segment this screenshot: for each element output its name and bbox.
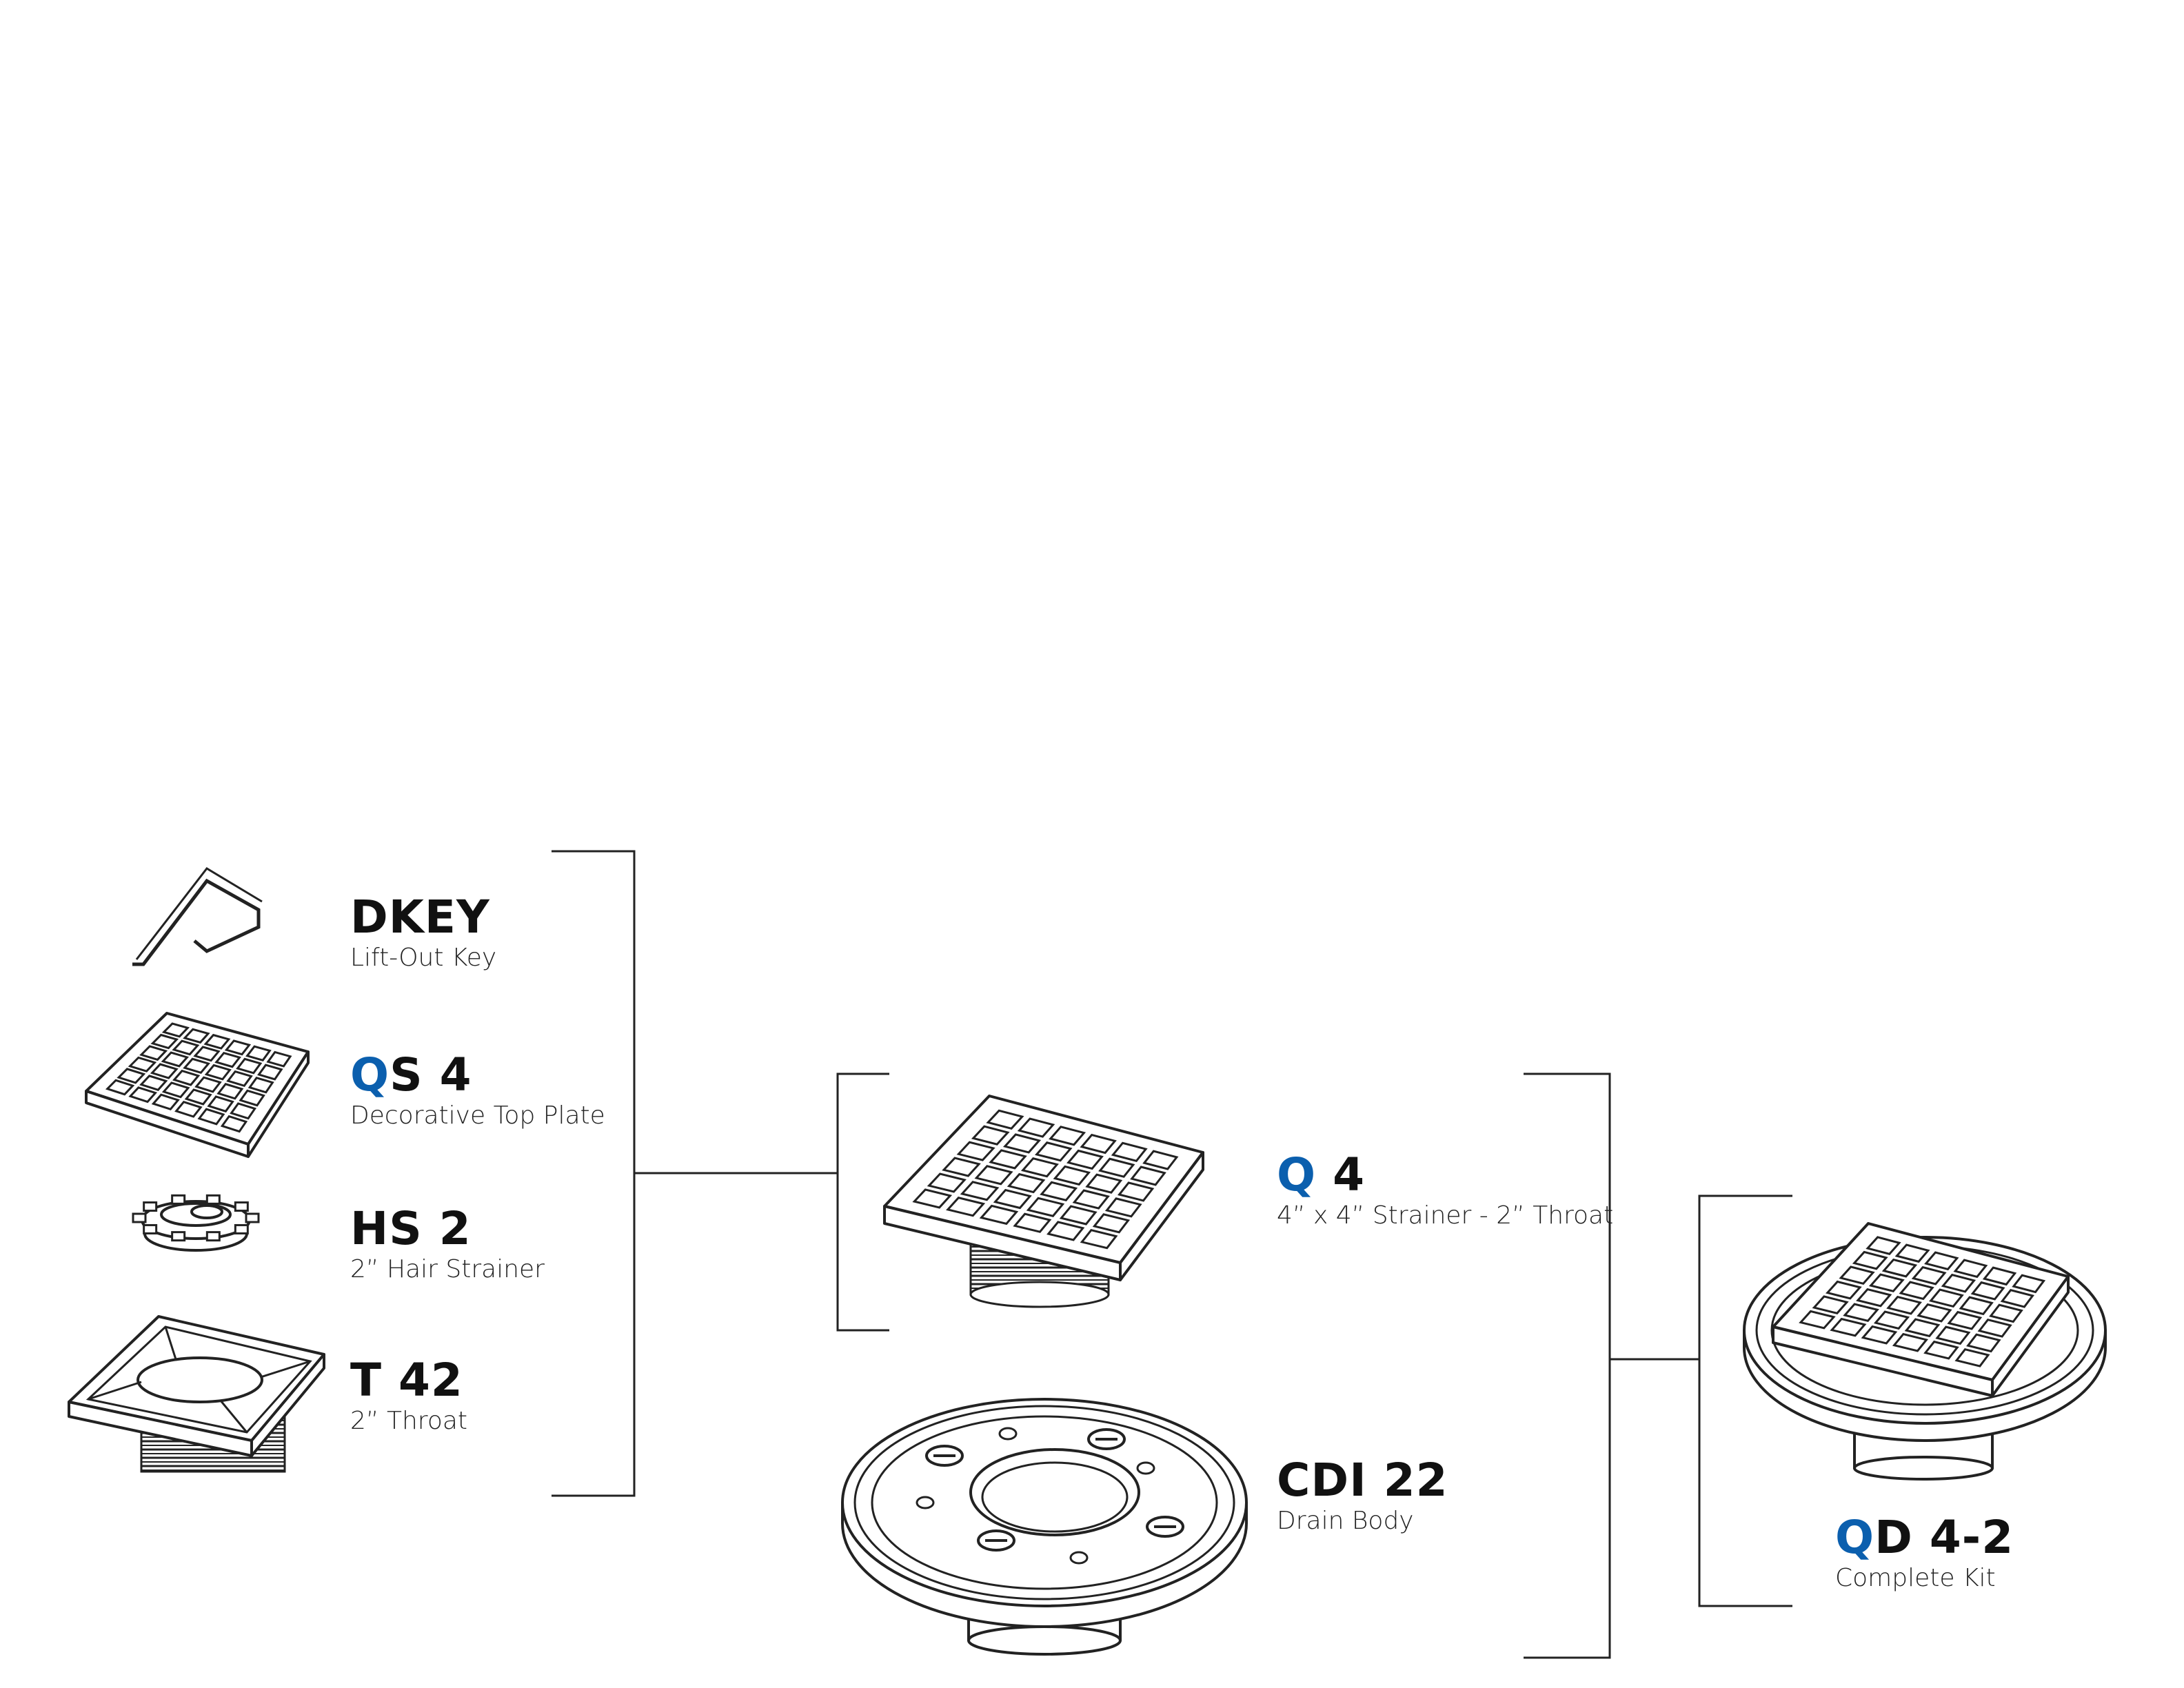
label-cdi22: CDI 22 Drain Body <box>1277 1458 1448 1535</box>
part-code-q4: Q 4 <box>1277 1148 1366 1201</box>
part-desc-qs4: Decorative Top Plate <box>350 1101 605 1130</box>
part-desc-t42: 2” Throat <box>350 1407 468 1435</box>
lift-out-key-icon <box>132 867 263 966</box>
part-desc-dkey: Lift-Out Key <box>350 944 497 972</box>
bracket-assemblies <box>1524 1072 1699 1659</box>
part-code-dkey: DKEY <box>350 891 490 944</box>
label-hs2: HS 2 2” Hair Strainer <box>350 1206 545 1283</box>
part-code-qs4: QS 4 <box>350 1048 472 1101</box>
part-code-hs2: HS 2 <box>350 1202 472 1255</box>
bracket-q4 <box>836 1072 889 1332</box>
decorative-top-plate-icon <box>85 1012 310 1158</box>
label-qs4: QS 4 Decorative Top Plate <box>350 1053 605 1130</box>
bracket-kit <box>1698 1194 1792 1607</box>
part-desc-q4: 4” x 4” Strainer - 2” Throat <box>1277 1201 1614 1230</box>
part-desc-qd42: Complete Kit <box>1835 1564 1996 1592</box>
bracket-components <box>552 850 838 1497</box>
label-q4: Q 4 4” x 4” Strainer - 2” Throat <box>1277 1152 1613 1230</box>
part-code-cdi22: CDI 22 <box>1277 1454 1448 1507</box>
part-code-qd42: QD 4-2 <box>1835 1511 2014 1564</box>
throat-icon <box>68 1315 325 1473</box>
complete-kit-icon <box>1743 1222 2107 1481</box>
hair-strainer-icon <box>132 1194 260 1252</box>
part-desc-hs2: 2” Hair Strainer <box>350 1255 545 1283</box>
label-t42: T 42 2” Throat <box>350 1358 467 1435</box>
drain-body-icon <box>841 1398 1248 1656</box>
label-dkey: DKEY Lift-Out Key <box>350 895 496 972</box>
label-qd42: QD 4-2 Complete Kit <box>1835 1515 2014 1592</box>
strainer-throat-icon <box>883 1095 1204 1308</box>
part-desc-cdi22: Drain Body <box>1277 1507 1414 1535</box>
part-code-t42: T 42 <box>350 1354 463 1407</box>
